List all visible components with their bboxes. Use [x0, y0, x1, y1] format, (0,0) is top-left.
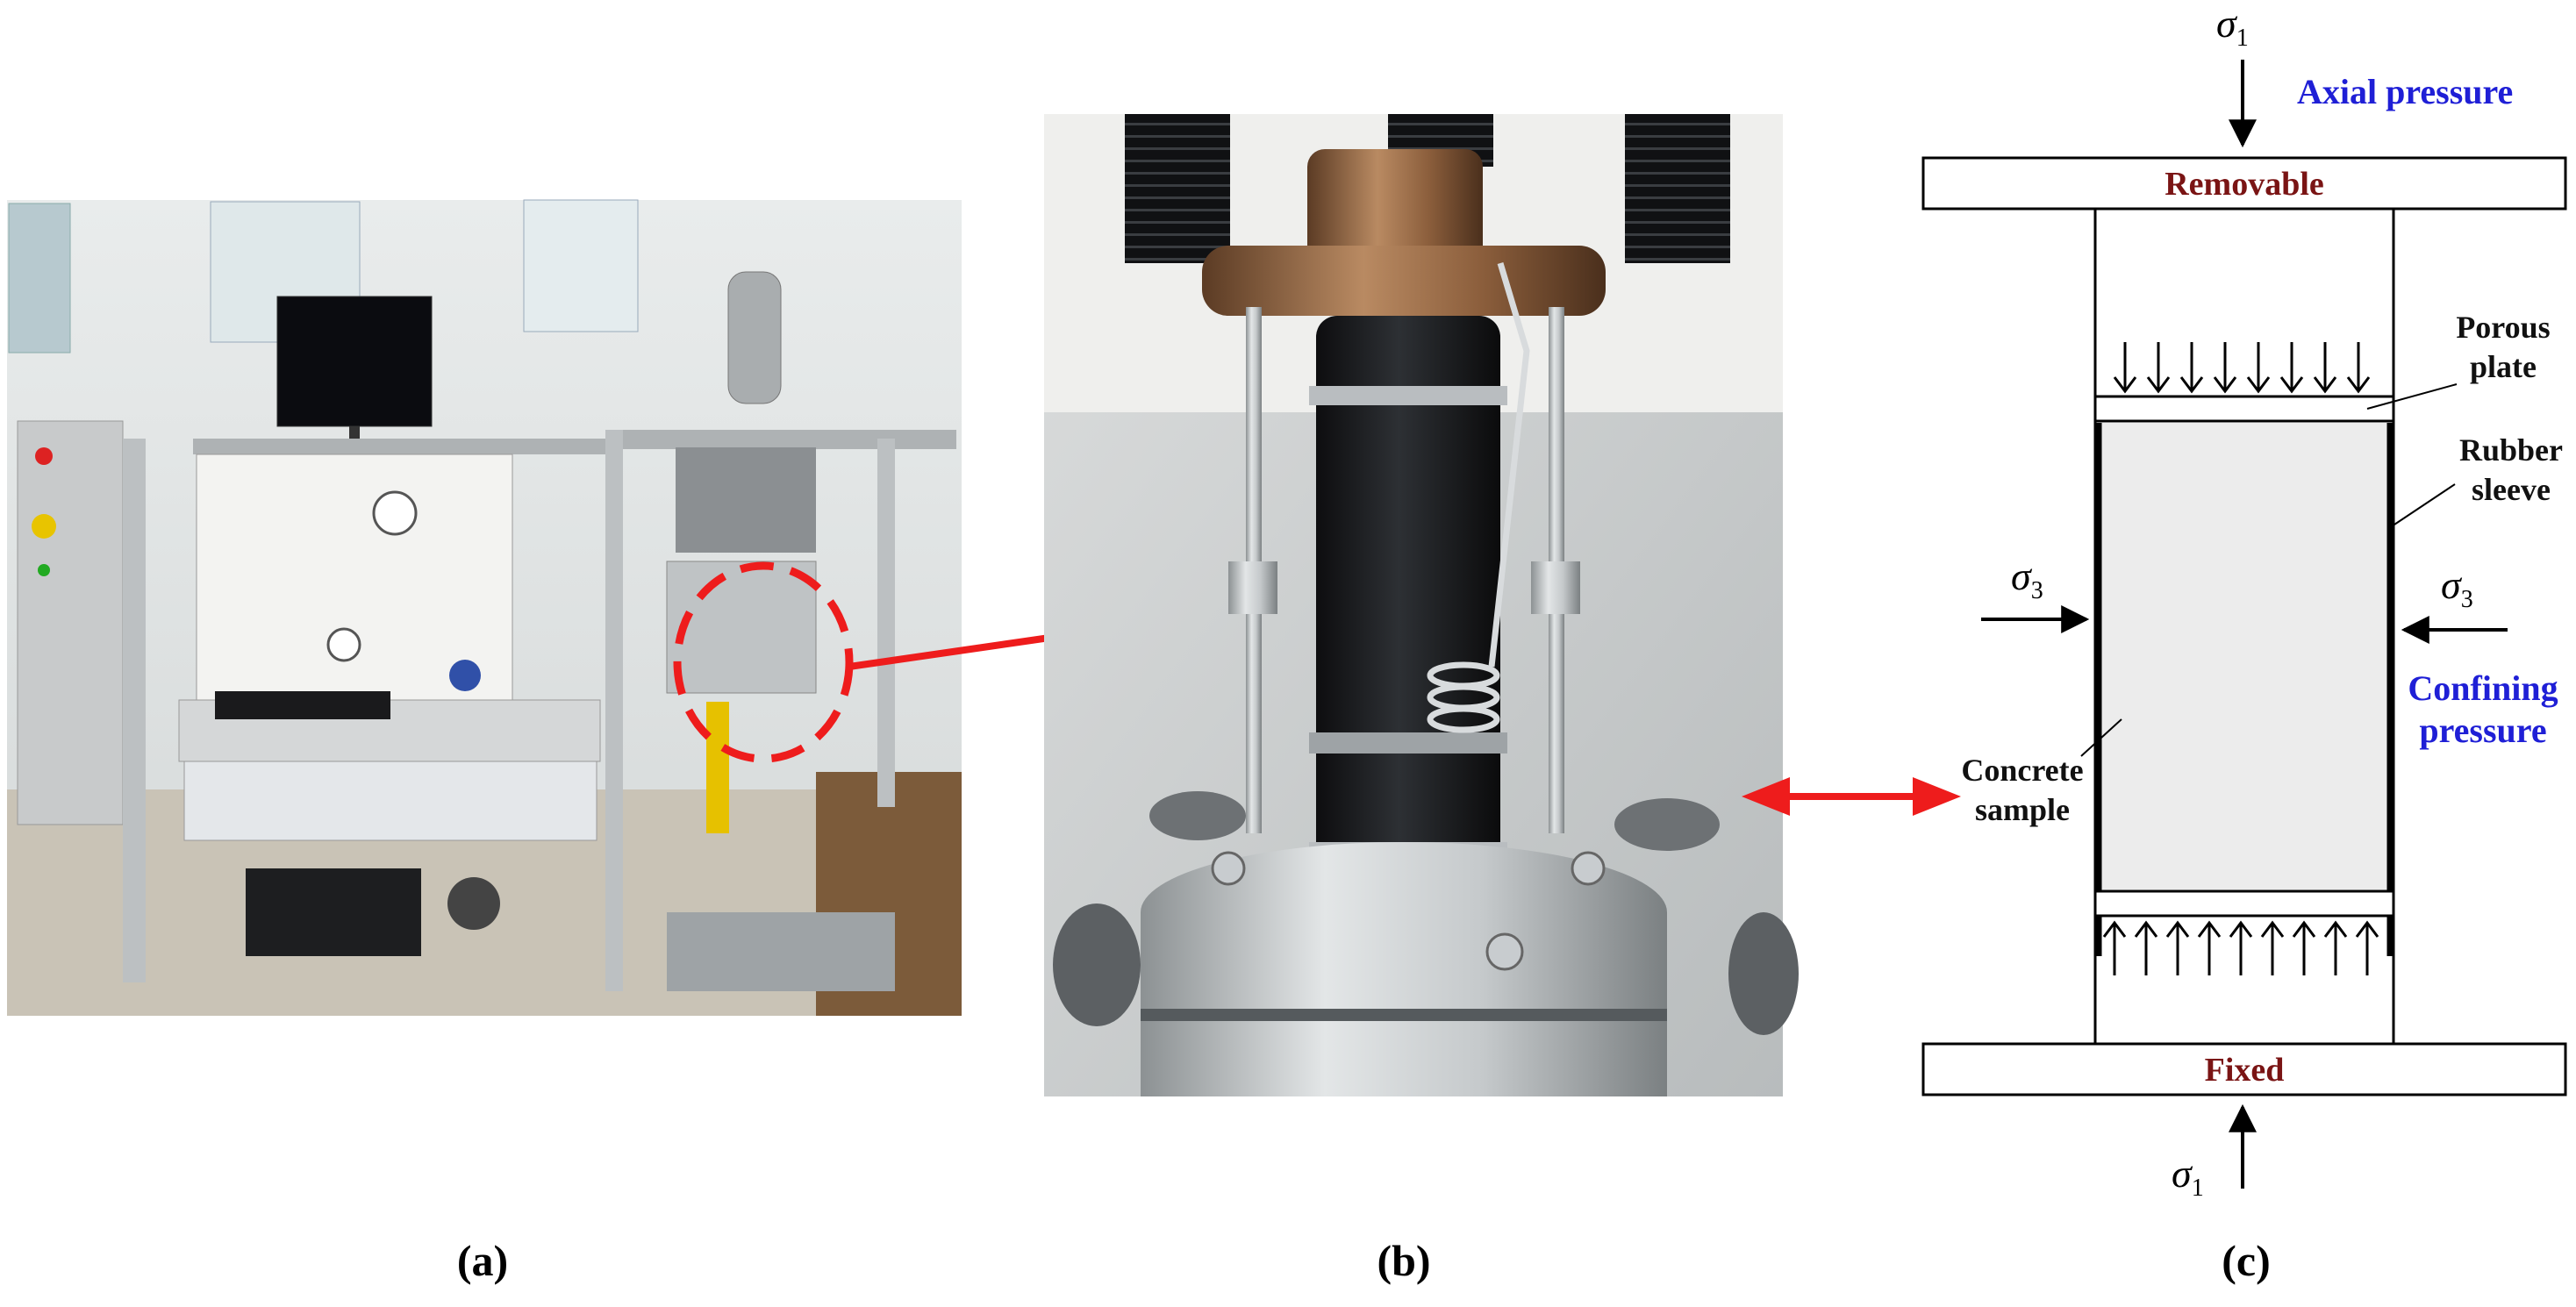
porous-plate-leader — [2366, 383, 2458, 410]
yellow-jack — [706, 702, 729, 833]
hose-band-middle — [1309, 732, 1507, 753]
wall-poster-left — [8, 203, 71, 354]
sigma1-top-label: σ1 — [2216, 1, 2249, 52]
frame-post-left — [123, 439, 146, 982]
sigma3-left-label: σ3 — [2011, 554, 2043, 604]
frame-top-bar-right — [605, 430, 956, 449]
base-hole-right — [1614, 798, 1720, 851]
threaded-rod-left — [1125, 114, 1230, 263]
base-hole-left — [1149, 791, 1246, 840]
panel-a-photo — [7, 199, 962, 1016]
concrete-sample-line2: sample — [1975, 792, 2070, 827]
double-arrow-b-c — [1742, 777, 1961, 816]
porous-plate-line2: plate — [2470, 349, 2537, 384]
highlight-ellipse — [673, 561, 854, 763]
fixed-label: Fixed — [2205, 1052, 2285, 1089]
monitor — [276, 296, 433, 427]
double-arrow-head-left — [1742, 777, 1790, 816]
keyboard — [215, 691, 390, 719]
motor — [447, 877, 500, 930]
threaded-rod-right — [1625, 114, 1730, 263]
copper-cap — [1307, 149, 1483, 263]
valve-panel — [196, 454, 513, 701]
caption-b: (b) — [1377, 1236, 1431, 1285]
frame-post-mid — [605, 430, 623, 991]
concrete-sample-line1: Concrete — [1961, 753, 2083, 788]
base-flange-groove — [1141, 1009, 1667, 1021]
coil-tube — [1427, 261, 1530, 733]
frame-post-right — [877, 439, 895, 807]
collection-tray — [667, 912, 895, 991]
rubber-sleeve-leader — [2391, 483, 2456, 527]
rubber-sleeve-line1: Rubber — [2459, 432, 2563, 468]
power-unit — [246, 868, 421, 956]
control-cabinet — [17, 420, 124, 825]
frame-top-bar — [193, 439, 614, 454]
base-hole-far-left — [1053, 903, 1141, 1026]
lvdt-clamp-left — [1228, 561, 1277, 614]
porous-plate-top-arrows — [2113, 342, 2371, 394]
emergency-stop — [32, 514, 56, 539]
pressure-gauge-2 — [326, 627, 361, 662]
porous-plate-top — [2093, 395, 2395, 423]
wall-poster-2 — [523, 199, 639, 332]
blue-valve — [449, 660, 481, 691]
rubber-sleeve-line2: sleeve — [2472, 472, 2551, 507]
nut-3 — [1485, 932, 1524, 971]
button-red — [35, 447, 53, 465]
caption-c: (c) — [2222, 1236, 2271, 1285]
porous-plate-line1: Porous — [2456, 310, 2550, 345]
sigma3-right-label: σ3 — [2441, 562, 2473, 613]
removable-label: Removable — [2165, 166, 2324, 203]
heater-coil — [676, 447, 816, 553]
caption-a: (a) — [456, 1236, 509, 1285]
button-green — [38, 564, 50, 576]
pressure-vessel — [666, 561, 817, 694]
panel-c-schematic: σ1 Axial pressure Removable — [1921, 1, 2567, 1202]
pump-box — [183, 761, 597, 841]
intensifier-cylinder — [727, 271, 782, 404]
panel-b-photo — [1044, 114, 1799, 1096]
confining-pressure-line1: Confining — [2408, 668, 2558, 708]
porous-plate-bottom-arrows — [2102, 920, 2379, 975]
lvdt-clamp-right — [1531, 561, 1580, 614]
copper-plate — [1202, 246, 1606, 316]
double-arrow-head-right — [1913, 777, 1961, 816]
pressure-gauge-1 — [372, 490, 418, 536]
base-hole-far-right — [1728, 912, 1799, 1035]
hose-clamp-top — [1309, 386, 1507, 405]
base-flange-body — [1141, 912, 1667, 1096]
sigma1-bottom-label: σ1 — [2172, 1151, 2204, 1202]
nut-1 — [1211, 851, 1246, 886]
concrete-sample-fill — [2099, 423, 2390, 889]
fixed-platen — [1921, 1042, 2567, 1096]
confining-pressure-line2: pressure — [2419, 711, 2546, 750]
porous-plate-bottom — [2093, 889, 2395, 918]
axial-pressure-label: Axial pressure — [2297, 72, 2513, 111]
nut-2 — [1571, 851, 1606, 886]
concrete-sample-leader — [2080, 718, 2122, 757]
